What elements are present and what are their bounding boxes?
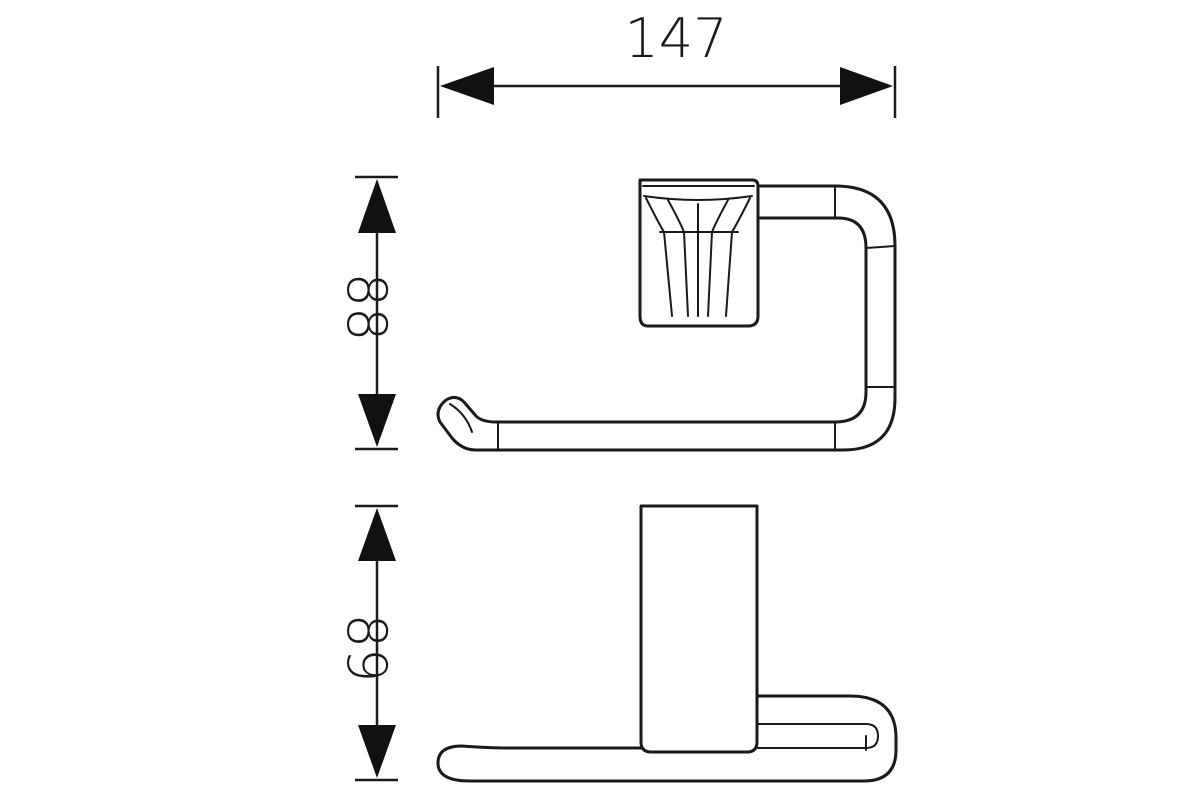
top-height-arrow-up [358,179,396,233]
top-height-arrow-down [358,394,396,447]
mount-facet-left-outer [645,197,673,317]
mount-cap-curve [643,195,753,201]
side-height-label: 89 [335,614,398,683]
side-arm-inner [756,723,879,749]
bar-tip-cap [449,403,473,433]
side-height-arrow-down [358,725,396,778]
width-dimension: 147 [436,7,897,118]
side-mount-block [639,504,759,754]
side-height-dimension: 89 [335,504,398,782]
holder-top-view [436,178,897,452]
mount-facet-right-outer [725,197,751,317]
top-height-dimension: 88 [335,175,398,451]
width-arrow-left [440,67,494,105]
top-height-label: 88 [335,273,398,342]
width-arrow-right [840,67,893,105]
arm-joint-2 [865,245,896,249]
holder-arm-outline [436,184,897,452]
side-height-arrow-up [358,508,396,561]
mount-facet-right-inner [707,199,729,317]
side-arm-outline [436,694,898,783]
wall-mount-base [638,178,760,328]
width-label: 147 [624,7,727,70]
holder-side-view [436,504,898,783]
